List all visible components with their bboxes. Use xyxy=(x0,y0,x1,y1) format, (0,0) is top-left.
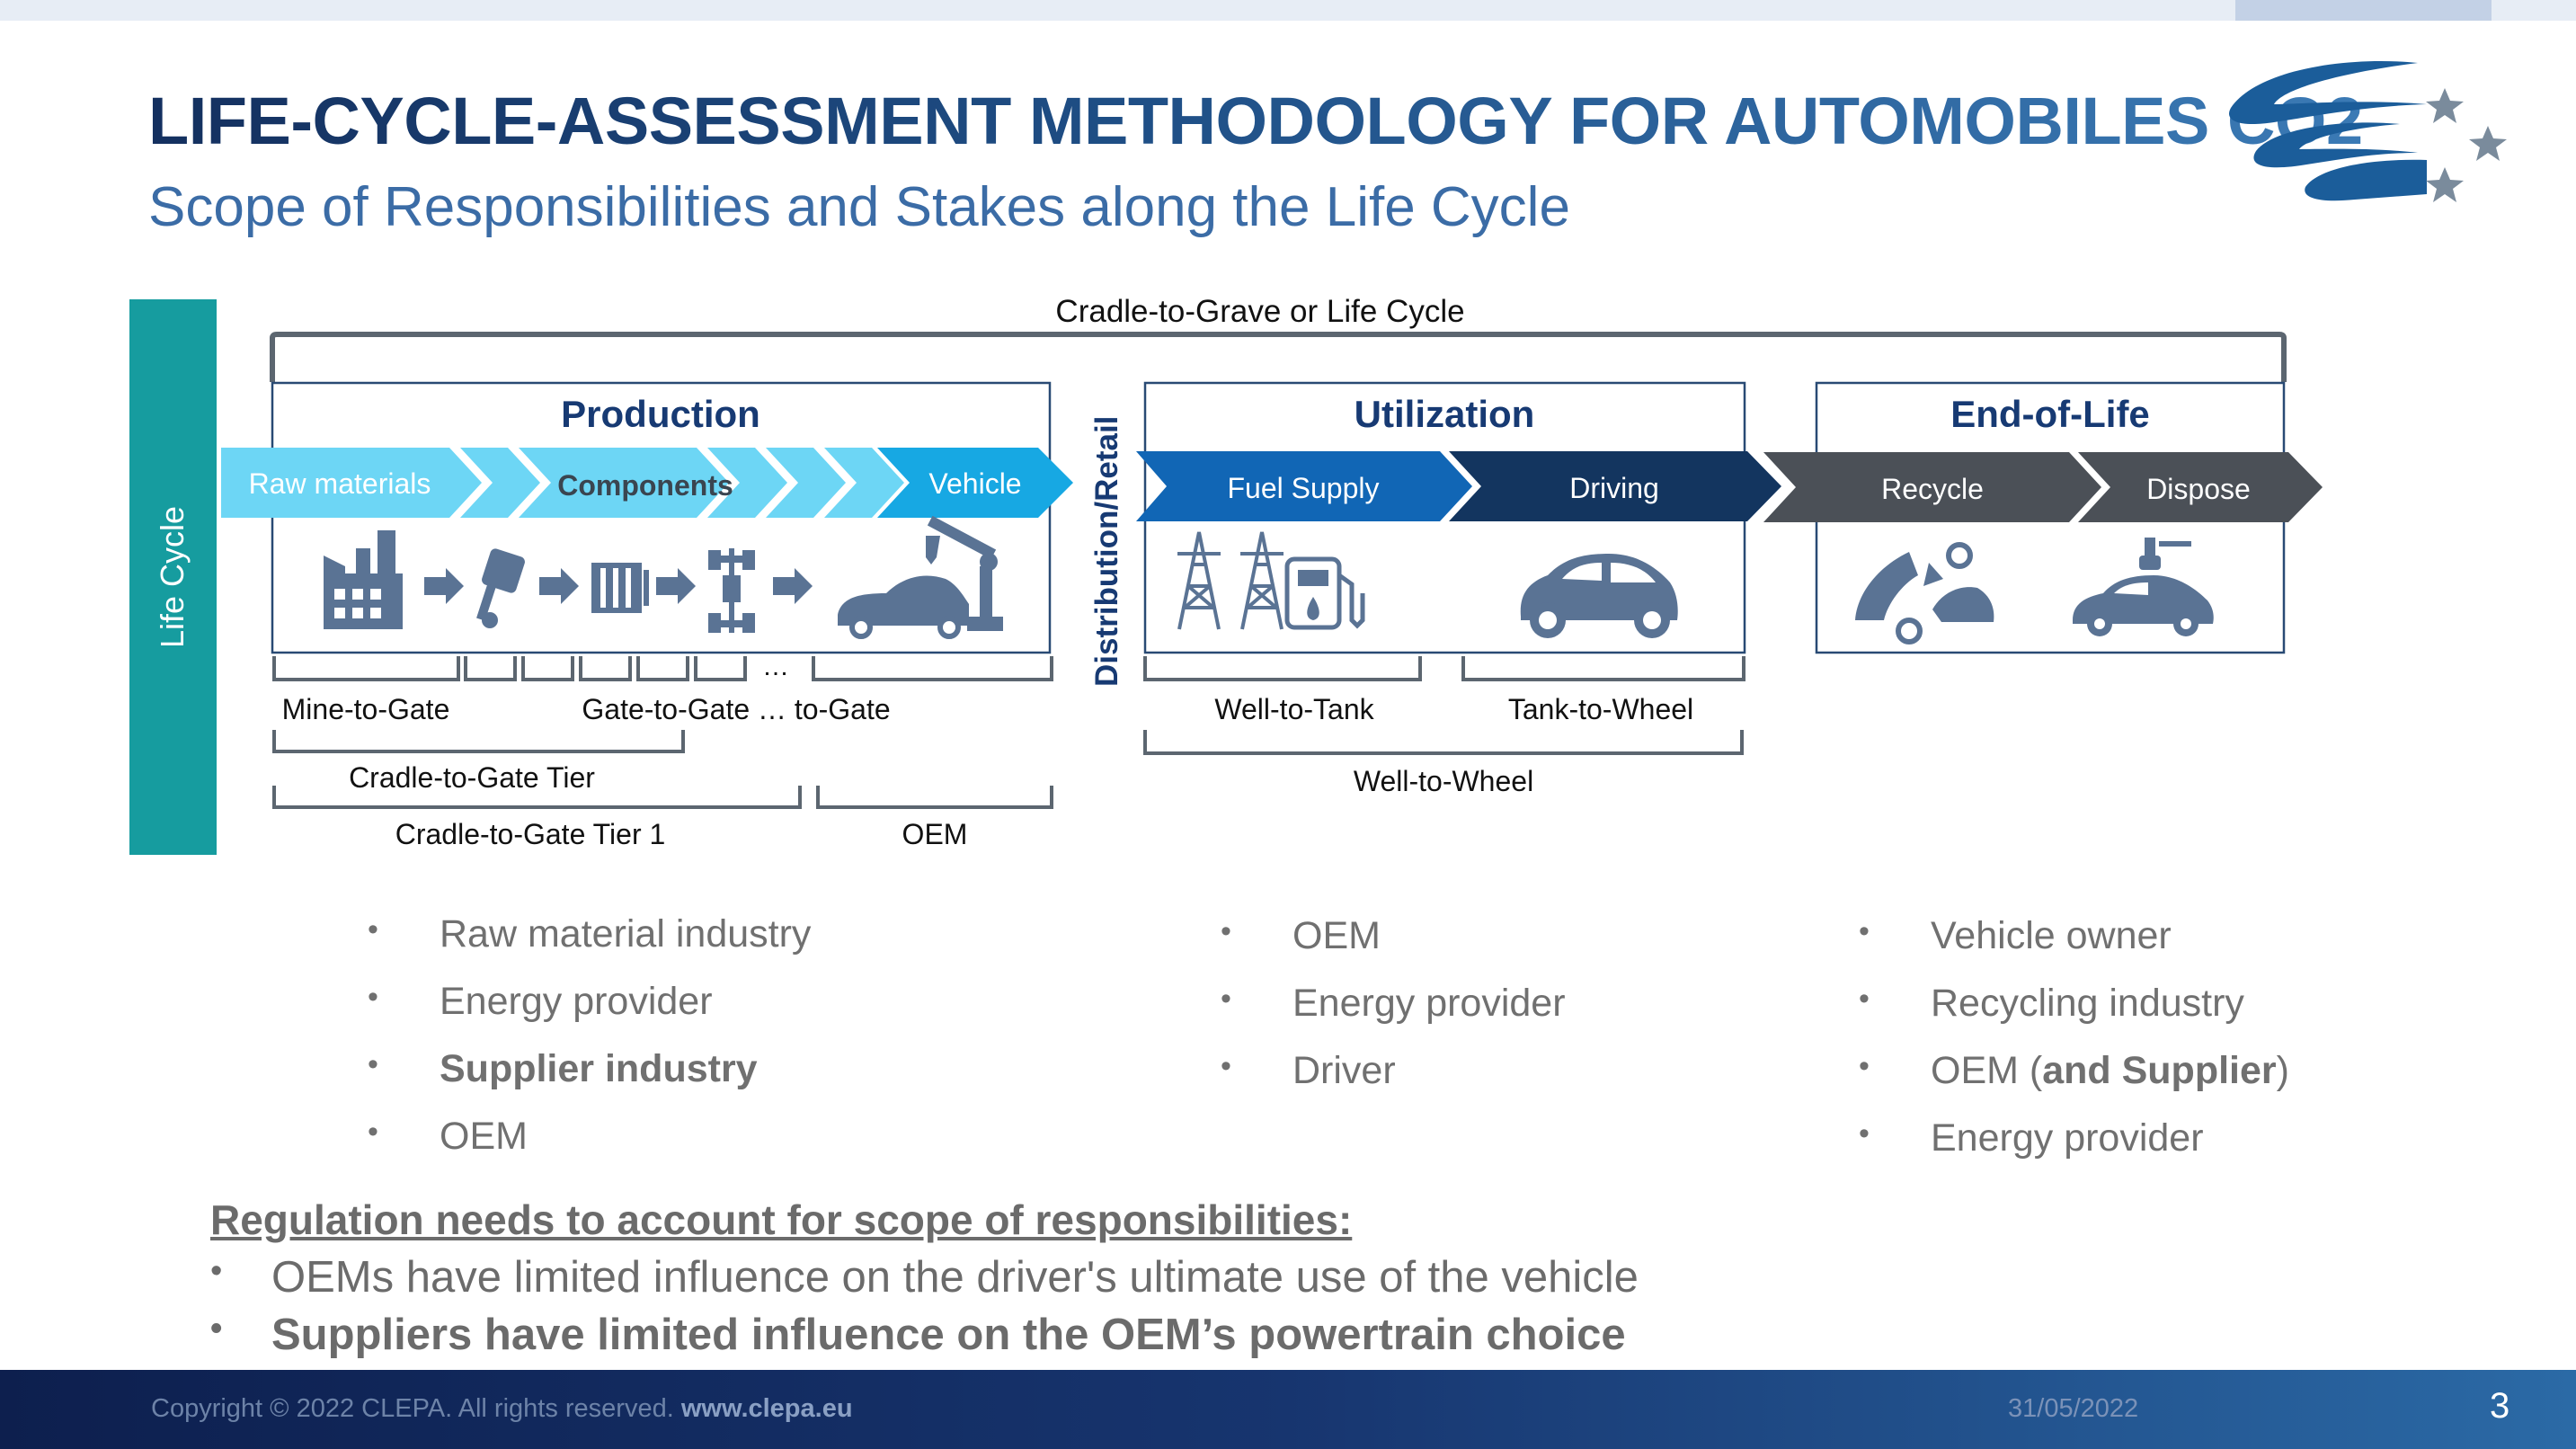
arrow-right-icon xyxy=(424,568,464,604)
chevron-components xyxy=(519,448,729,518)
distribution-retail-label: Distribution/Retail xyxy=(1089,416,1124,687)
well-to-wheel-label: Well-to-Wheel xyxy=(1354,765,1533,797)
footer-website-link[interactable]: www.clepa.eu xyxy=(680,1394,853,1423)
bracket-tank-to-wheel xyxy=(1461,656,1745,681)
bracket-gate xyxy=(694,656,747,681)
bracket-cradle-tier1 xyxy=(272,786,802,809)
page-title: LIFE-CYCLE-ASSESSMENT METHODOLOGY FOR AU… xyxy=(148,84,2363,158)
chevron-step xyxy=(824,448,904,518)
car-parts-icon xyxy=(1855,542,1994,644)
bracket-gate xyxy=(521,656,574,681)
bracket-oem-gate xyxy=(812,656,1053,681)
page-subtitle: Scope of Responsibilities and Stakes alo… xyxy=(148,176,1570,238)
chevron-step xyxy=(460,448,540,518)
life-cycle-side-bar xyxy=(129,299,217,855)
life-cycle-diagram: Cradle-to-Grave or Life Cycle Production… xyxy=(221,294,2323,850)
battery-module-icon xyxy=(591,563,649,613)
bracket-cradle-tier xyxy=(272,730,685,753)
regulation-heading: Regulation needs to account for scope of… xyxy=(210,1196,1353,1243)
footer-bar xyxy=(0,1370,2576,1449)
arrow-right-icon xyxy=(539,568,579,604)
well-to-tank-label: Well-to-Tank xyxy=(1214,693,1374,725)
bracket-well-to-tank xyxy=(1143,656,1422,681)
chassis-icon xyxy=(708,548,755,633)
bracket-gate xyxy=(579,656,632,681)
clepa-logo-icon xyxy=(2229,61,2507,202)
top-decor-bar-accent xyxy=(2235,0,2492,21)
footer-copyright: Copyright © 2022 CLEPA. All rights reser… xyxy=(151,1394,853,1423)
chevron-dispose xyxy=(2078,452,2323,522)
gate-to-gate-label: Gate-to-Gate … to-Gate xyxy=(582,693,890,725)
chevron-dispose-label: Dispose xyxy=(2146,473,2251,505)
chevron-fuel-supply xyxy=(1136,451,1472,521)
gate-ellipsis: … xyxy=(762,652,789,681)
production-title: Production xyxy=(561,393,760,435)
arrow-right-icon xyxy=(773,568,813,604)
cradle-to-gate-tier1-label: Cradle-to-Gate Tier 1 xyxy=(395,818,666,850)
arrow-right-icon xyxy=(656,568,696,604)
chevron-components-label: Components xyxy=(557,469,733,502)
chevron-fuel-supply-label: Fuel Supply xyxy=(1228,472,1380,504)
utilization-title: Utilization xyxy=(1355,393,1535,435)
vehicle-assembly-robot-icon xyxy=(838,515,1003,639)
chevron-raw-materials xyxy=(221,448,482,518)
chevron-step xyxy=(707,448,787,518)
top-decor-bar xyxy=(0,0,2576,21)
oem-scope-label: OEM xyxy=(902,818,968,850)
bracket-gate xyxy=(636,656,689,681)
fuel-pump-icon xyxy=(1284,556,1365,630)
cradle-to-grave-label: Cradle-to-Grave or Life Cycle xyxy=(1055,294,1464,329)
end-of-life-title: End-of-Life xyxy=(1950,393,2150,435)
bracket-well-to-wheel xyxy=(1143,730,1744,755)
chevron-vehicle xyxy=(877,448,1073,518)
chevron-vehicle-label: Vehicle xyxy=(928,467,1021,500)
tank-to-wheel-label: Tank-to-Wheel xyxy=(1508,693,1693,725)
power-pylon-icon xyxy=(1177,531,1284,630)
footer-date: 31/05/2022 xyxy=(2008,1394,2139,1423)
car-crane-icon xyxy=(2073,538,2214,636)
chevron-recycle-label: Recycle xyxy=(1881,473,1984,505)
page-number: 3 xyxy=(2490,1386,2510,1426)
bracket-mine-to-gate xyxy=(272,656,460,681)
chevron-recycle xyxy=(1763,452,2101,522)
chevron-driving xyxy=(1449,451,1781,521)
mine-to-gate-label: Mine-to-Gate xyxy=(282,693,450,725)
car-icon xyxy=(1520,554,1678,638)
cradle-to-gate-tier-label: Cradle-to-Gate Tier xyxy=(349,761,595,794)
piston-icon xyxy=(476,548,525,628)
chevron-step xyxy=(766,448,846,518)
bracket-oem xyxy=(816,786,1053,809)
chevron-driving-label: Driving xyxy=(1569,472,1659,504)
bracket-gate xyxy=(464,656,517,681)
factory-icon xyxy=(324,530,403,629)
cradle-to-grave-bracket xyxy=(270,332,2287,382)
chevron-raw-materials-label: Raw materials xyxy=(249,467,431,500)
